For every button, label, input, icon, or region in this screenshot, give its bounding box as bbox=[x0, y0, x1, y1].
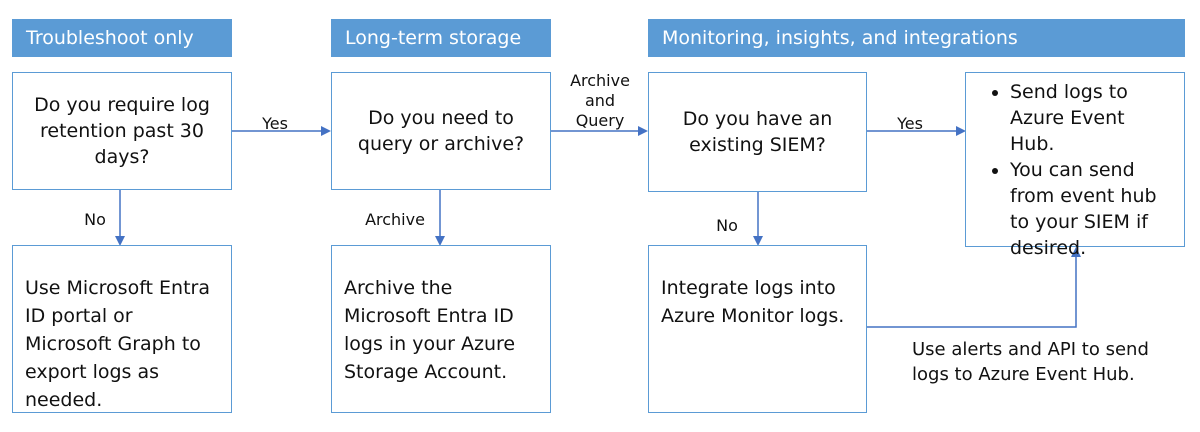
header-troubleshoot-only: Troubleshoot only bbox=[12, 19, 232, 57]
question-siem-text: Do you have an existing SIEM? bbox=[682, 108, 833, 156]
answer-export-logs: Use Microsoft Entra ID portal or Microso… bbox=[12, 245, 232, 413]
edge-label-yes: Yes bbox=[262, 114, 288, 133]
answer-integrate-monitor: Integrate logs into Azure Monitor logs. bbox=[648, 245, 867, 413]
answer-export-logs-text: Use Microsoft Entra ID portal or Microso… bbox=[25, 277, 210, 411]
event-hub-list: Send logs to Azure Event Hub. You can se… bbox=[976, 79, 1174, 261]
edge-label-archive-query-line: Query bbox=[575, 111, 625, 130]
answer-archive-storage-text: Archive the Microsoft Entra ID logs in y… bbox=[344, 277, 516, 383]
question-siem: Do you have an existing SIEM? bbox=[648, 72, 867, 192]
event-hub-box: Send logs to Azure Event Hub. You can se… bbox=[965, 72, 1185, 259]
header-monitoring: Monitoring, insights, and integrations bbox=[648, 19, 1185, 57]
event-hub-item: You can send from event hub to your SIEM… bbox=[1010, 157, 1174, 261]
question-query-archive-text: Do you need to query or archive? bbox=[357, 107, 525, 155]
edge-label-archive-query-line: and bbox=[584, 91, 616, 110]
question-retention: Do you require log retention past 30 day… bbox=[12, 72, 232, 190]
edge-label-archive-query-line: Archive bbox=[570, 71, 630, 90]
edge-label-yes: Yes bbox=[897, 114, 923, 133]
answer-archive-storage: Archive the Microsoft Entra ID logs in y… bbox=[331, 245, 551, 413]
edge-label-no: No bbox=[716, 216, 738, 235]
arrow-integrate-to-eventhub bbox=[867, 247, 1081, 328]
question-query-archive: Do you need to query or archive? bbox=[331, 72, 551, 190]
question-retention-text: Do you require log retention past 30 day… bbox=[34, 94, 210, 168]
answer-integrate-monitor-text: Integrate logs into Azure Monitor logs. bbox=[661, 277, 845, 327]
event-hub-item: Send logs to Azure Event Hub. bbox=[1010, 79, 1174, 157]
edge-label-alerts-api: Use alerts and API to send logs to Azure… bbox=[912, 339, 1149, 385]
edge-label-archive: Archive bbox=[365, 210, 425, 229]
header-long-term-storage: Long-term storage bbox=[331, 19, 551, 57]
edge-label-no: No bbox=[84, 210, 106, 229]
edge-label-archive-query: Archive and Query bbox=[560, 71, 640, 131]
